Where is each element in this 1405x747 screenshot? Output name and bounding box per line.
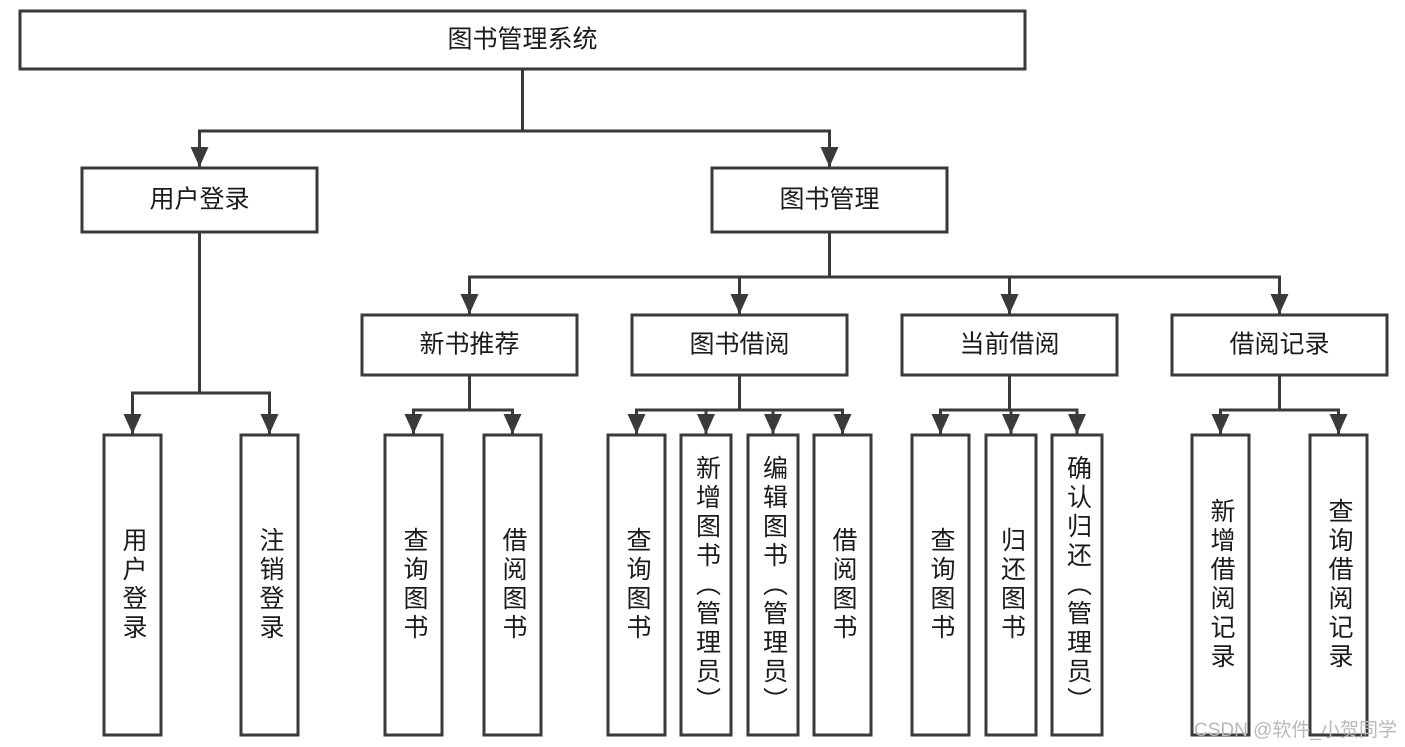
leaf-9-归还图书-rect[interactable]	[984, 433, 1038, 737]
leaf-8-查询图书[interactable]	[910, 433, 971, 737]
leaf-7-借阅图书[interactable]	[812, 433, 873, 737]
root-arrow-icon-0	[190, 147, 209, 167]
leaf-3-借阅图书[interactable]	[482, 433, 543, 737]
current-arrow-icon-1	[1002, 414, 1020, 434]
leaf-8-查询图书-rect[interactable]	[910, 433, 971, 737]
leaf-11-新增借阅记录[interactable]	[1190, 433, 1251, 737]
leaf-10-确认归还管理员-rect[interactable]	[1050, 433, 1104, 737]
node-l3-新书推荐-rect[interactable]	[360, 313, 579, 377]
book-mgmt-arrow-icon-0	[460, 294, 479, 314]
user-login-arrow-icon-1	[260, 414, 279, 434]
leaf-9-归还图书[interactable]	[984, 433, 1038, 737]
leaf-4-查询图书-rect[interactable]	[606, 433, 667, 737]
leaf-1-注销登录[interactable]	[239, 433, 300, 737]
node-l3-借阅记录-rect[interactable]	[1170, 313, 1389, 377]
book-mgmt-arrow-icon-1	[730, 294, 749, 314]
root-arrow-icon-1	[820, 147, 839, 167]
leaf-2-查询图书-rect[interactable]	[383, 433, 444, 737]
leaf-12-查询借阅记录[interactable]	[1308, 433, 1369, 737]
borrow-arrow-icon-2	[764, 414, 782, 434]
node-l3-借阅记录-label: 借阅记录	[1229, 331, 1329, 359]
node-用户登录-label: 用户登录	[149, 186, 249, 214]
node-图书管理-rect[interactable]	[710, 166, 949, 234]
node-l3-当前借阅-label: 当前借阅	[959, 331, 1059, 359]
borrow-arrow-icon-1	[697, 414, 715, 434]
leaf-5-新增图书管理员-rect[interactable]	[679, 433, 733, 737]
node-l3-当前借阅-rect[interactable]	[900, 313, 1119, 377]
book-mgmt-arrow-icon-2	[1000, 294, 1019, 314]
node-l3-新书推荐[interactable]: 新书推荐	[360, 313, 579, 377]
records-arrow-icon-1	[1329, 414, 1348, 434]
watermark-text: CSDN @软件_小贺同学	[1194, 720, 1397, 741]
new-book-arrow-icon-0	[404, 414, 423, 434]
borrow-arrow-icon-3	[833, 414, 852, 434]
connector-lines	[123, 67, 1348, 436]
leaf-1-注销登录-rect[interactable]	[239, 433, 300, 737]
leaf-0-用户登录-rect[interactable]	[102, 433, 163, 737]
new-book-arrow-icon-1	[503, 414, 522, 434]
user-login-arrow-icon-0	[123, 414, 142, 434]
node-图书管理[interactable]: 图书管理	[710, 166, 949, 234]
borrow-arrow-icon-0	[627, 414, 646, 434]
node-l3-借阅记录[interactable]: 借阅记录	[1170, 313, 1389, 377]
leaf-2-查询图书[interactable]	[383, 433, 444, 737]
current-arrow-icon-0	[931, 414, 950, 434]
node-用户登录[interactable]: 用户登录	[80, 166, 319, 234]
node-图书管理系统-rect[interactable]	[18, 9, 1027, 71]
leaf-4-查询图书[interactable]	[606, 433, 667, 737]
leaf-6-编辑图书管理员[interactable]	[746, 433, 800, 737]
node-l3-当前借阅[interactable]: 当前借阅	[900, 313, 1119, 377]
node-图书管理-label: 图书管理	[779, 186, 879, 214]
node-l3-图书借阅-rect[interactable]	[630, 313, 849, 377]
leaf-12-查询借阅记录-rect[interactable]	[1308, 433, 1369, 737]
current-arrow-icon-2	[1068, 414, 1086, 434]
node-l3-图书借阅[interactable]: 图书借阅	[630, 313, 849, 377]
node-l3-新书推荐-label: 新书推荐	[419, 331, 519, 359]
node-l3-图书借阅-label: 图书借阅	[689, 331, 789, 359]
leaf-6-编辑图书管理员-rect[interactable]	[746, 433, 800, 737]
leaf-5-新增图书管理员[interactable]	[679, 433, 733, 737]
leaf-0-用户登录[interactable]	[102, 433, 163, 737]
leaf-7-借阅图书-rect[interactable]	[812, 433, 873, 737]
leaf-10-确认归还管理员[interactable]	[1050, 433, 1104, 737]
leaf-3-借阅图书-rect[interactable]	[482, 433, 543, 737]
node-用户登录-rect[interactable]	[80, 166, 319, 234]
records-arrow-icon-0	[1211, 414, 1230, 434]
node-图书管理系统-label: 图书管理系统	[447, 26, 597, 54]
book-mgmt-arrow-icon-3	[1270, 294, 1289, 314]
leaf-11-新增借阅记录-rect[interactable]	[1190, 433, 1251, 737]
node-图书管理系统[interactable]: 图书管理系统	[18, 9, 1027, 71]
